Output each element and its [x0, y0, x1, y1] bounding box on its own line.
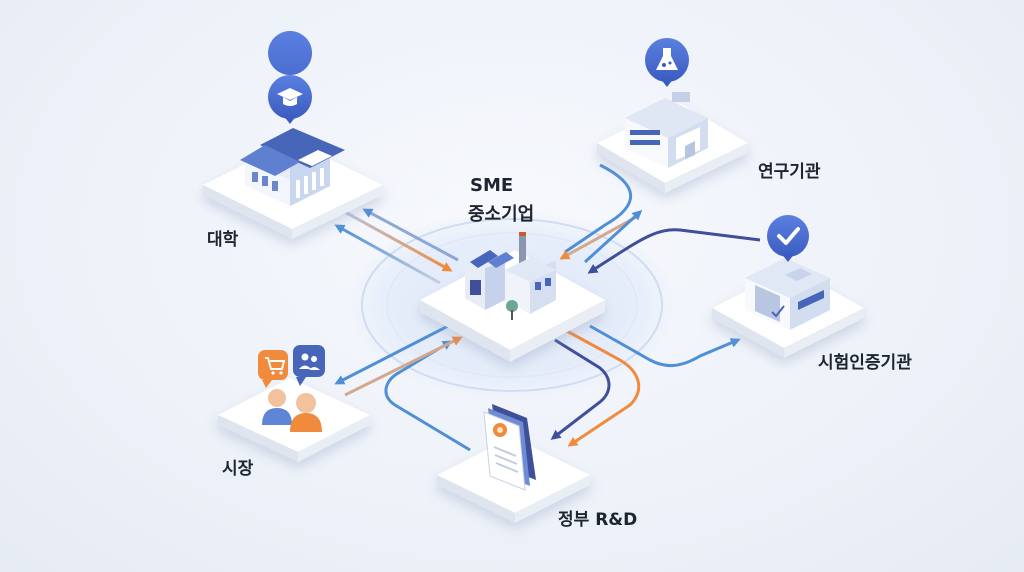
arrow-sme-to-government-navy — [550, 338, 611, 440]
university-label: 대학 — [207, 230, 239, 250]
arrow-research-to-sme — [564, 163, 633, 254]
arrow-sme-to-research — [583, 209, 643, 264]
arrow-sme-to-certification — [589, 324, 741, 367]
sme-label-line2: 중소기업 — [468, 204, 535, 225]
platform-market — [218, 378, 370, 462]
checkmark-icon — [767, 215, 809, 262]
arrow-market-to-sme — [344, 336, 463, 397]
flask-icon — [645, 38, 689, 87]
certification-institute-label: 시험인증기관 — [818, 353, 912, 373]
sme-label-line1: SME — [470, 175, 514, 196]
people-icon — [262, 389, 322, 432]
arrow-sme-to-government-orange — [564, 328, 641, 447]
university-building-icon — [240, 128, 345, 206]
graduation-cap-icon — [268, 31, 313, 124]
arrow-sme-to-university — [334, 224, 441, 285]
market-label: 시장 — [222, 459, 254, 479]
certification-building-icon — [745, 258, 830, 330]
arrow-cert-to-sme — [587, 228, 761, 274]
shopping-cart-icon — [258, 350, 288, 388]
research-institute-label: 연구기관 — [758, 162, 821, 182]
chat-people-icon — [293, 345, 325, 386]
connection-arrows — [334, 163, 761, 452]
arrow-university-to-sme — [344, 210, 453, 272]
arrow-sme-to-university-2 — [362, 208, 459, 262]
research-building-icon — [625, 92, 708, 168]
government-rd-label: 정부 R&D — [558, 510, 638, 530]
arrow-sme-to-market — [334, 323, 451, 385]
arrow-research-sme-orange — [559, 214, 639, 260]
document-icon — [483, 404, 536, 491]
arrow-government-to-sme — [384, 340, 471, 452]
factory-icon — [465, 232, 556, 320]
